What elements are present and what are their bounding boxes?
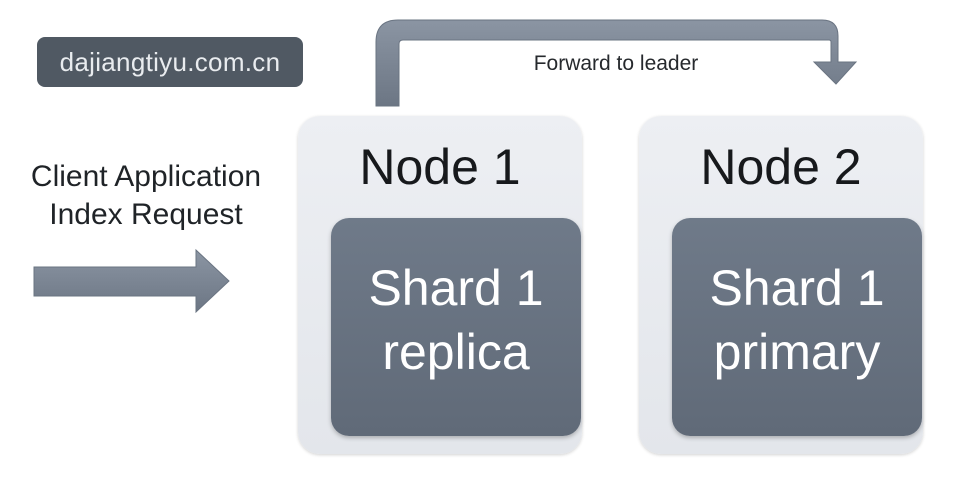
right-arrow-icon xyxy=(33,248,230,314)
node-1-shard-label: Shard 1 replica xyxy=(331,256,581,384)
node-2-shard-line1: Shard 1 xyxy=(709,260,885,316)
node-2-shard-line2: primary xyxy=(713,324,881,380)
forward-to-leader-label: Forward to leader xyxy=(533,52,699,75)
node-1-box: Node 1 Shard 1 replica xyxy=(298,116,582,454)
node-1-title: Node 1 xyxy=(359,139,521,195)
node-2-shard-label: Shard 1 primary xyxy=(672,256,922,384)
client-label-line2: Index Request xyxy=(49,198,243,231)
client-label-line1: Client Application xyxy=(30,160,262,193)
watermark-badge: dajiangtiyu.com.cn xyxy=(37,37,303,87)
curved-down-arrow-icon xyxy=(375,19,858,107)
node-2-title: Node 2 xyxy=(700,139,862,195)
node-1-shard-replica: Shard 1 replica xyxy=(331,218,581,436)
node-2-box: Node 2 Shard 1 primary xyxy=(639,116,923,454)
node-1-shard-line2: replica xyxy=(382,324,530,380)
node-2-shard-primary: Shard 1 primary xyxy=(672,218,922,436)
node-1-shard-line1: Shard 1 xyxy=(368,260,544,316)
client-request-label: Client Application Index Request xyxy=(10,158,282,234)
